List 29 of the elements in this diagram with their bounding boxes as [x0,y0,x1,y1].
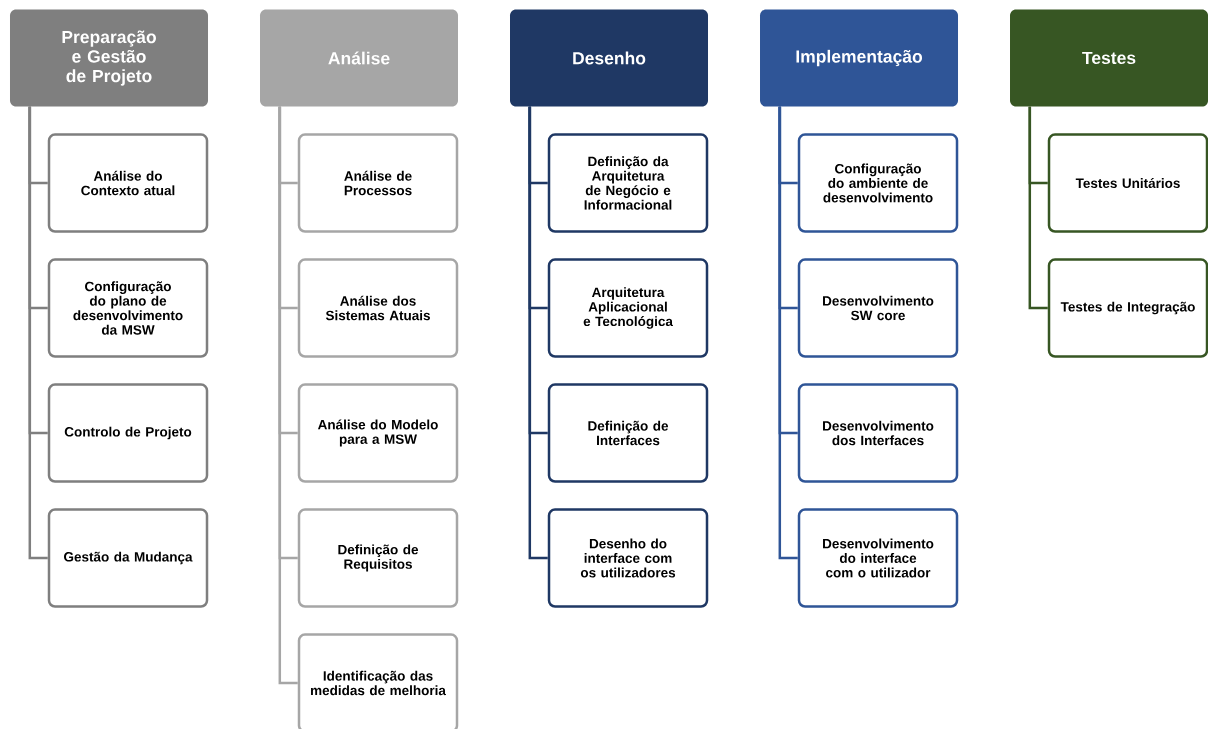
task-box: Controlo de Projeto [47,383,209,483]
task-box: Testes Unitários [1047,133,1208,233]
task-box: Definição da Arquitetura de Negócio e Informacional [547,133,709,233]
phase-box: Preparação e Gestão de Projeto [10,9,208,107]
connector-line [778,106,798,560]
phase-box: Testes [1010,9,1208,107]
task-box: Análise do Contexto atual [47,133,209,233]
task-box: Desenho do interface com os utilizadores [547,508,709,608]
task-box: Análise do Modelo para a MSW [297,383,459,483]
task-box: Configuração do ambiente de desenvolvimento [797,133,959,233]
phase-box: Desenho [510,9,708,107]
connector-line [28,106,48,560]
phase-box: Análise [260,9,458,107]
task-box: Testes de Integração [1047,258,1208,358]
task-box: Identificação das medidas de melhoria [297,633,459,729]
task-box: Definição de Requisitos [297,508,459,608]
task-box: Desenvolvimento dos Interfaces [797,383,959,483]
task-box: Desenvolvimento do interface com o utilizador [797,508,959,608]
task-box: Definição de Interfaces [547,383,709,483]
task-box: Análise dos Sistemas Atuais [297,258,459,358]
task-box: Arquitetura Aplicacional e Tecnológica [547,258,709,358]
task-box: Análise de Processos [297,133,459,233]
connector-line [1028,106,1048,310]
task-box: Desenvolvimento SW core [797,258,959,358]
connector-line [278,106,298,685]
task-box: Gestão da Mudança [47,508,209,608]
task-box: Configuração do plano de desenvolvimento da MSW [47,258,209,358]
phase-box: Implementação [760,9,958,107]
connector-line [528,106,548,560]
